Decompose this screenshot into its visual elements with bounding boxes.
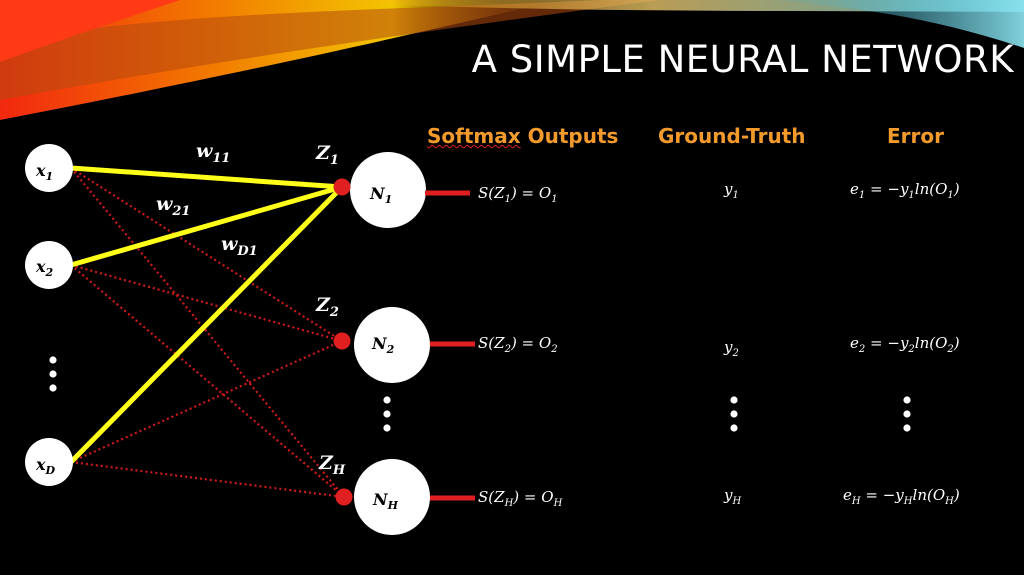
page-title: A SIMPLE NEURAL NETWORK — [471, 38, 1014, 81]
edge-x2-zh — [70, 264, 345, 498]
edge-xd-z2 — [70, 339, 343, 464]
weight-label-d1: wD1 — [221, 233, 258, 259]
input-label-d: xD — [36, 455, 56, 478]
weight-label-11: w11 — [196, 140, 231, 166]
softmax-outputs-header: Softmax Outputs — [427, 124, 618, 148]
edge-x1-z2 — [70, 167, 343, 342]
ground-truth-header: Ground-Truth — [658, 124, 806, 148]
softmax-output-1: S(Z1) = O1 — [478, 184, 558, 205]
sum-dot-1 — [333, 178, 351, 196]
edge-x1-z1 — [70, 165, 343, 190]
input-ellipsis-dot-2 — [49, 370, 57, 378]
neuron-ellipsis-dot-3 — [383, 424, 391, 432]
neuron-label-h: NH — [373, 490, 399, 513]
input-ellipsis-dot-3 — [49, 384, 57, 392]
weight-label-21: w21 — [156, 193, 191, 219]
input-label-1: x1 — [36, 161, 54, 184]
error-ellipsis-dot-3 — [903, 424, 911, 432]
softmax-word: Softmax — [427, 124, 521, 148]
neuron-ellipsis-dot-1 — [383, 396, 391, 404]
outputs-word: Outputs — [520, 124, 619, 148]
input-node-1 — [25, 144, 73, 192]
edge-x1-zh — [70, 167, 345, 498]
ground-truth-h: yH — [724, 486, 742, 507]
sum-dot-2 — [333, 332, 351, 350]
ground-truth-1: y1 — [724, 180, 739, 201]
sum-dot-h — [335, 488, 353, 506]
edge-xd-z1 — [69, 185, 344, 464]
edge-xd-zh — [70, 460, 345, 499]
neuron-label-1: N1 — [370, 184, 393, 207]
softmax-output-2: S(Z2) = O2 — [478, 334, 558, 355]
ground-truth-2: y2 — [724, 338, 739, 359]
softmax-output-h: S(ZH) = OH — [478, 488, 563, 509]
ground-truth-ellipsis-dot-3 — [730, 424, 738, 432]
input-ellipsis-dot-1 — [49, 356, 57, 364]
error-header: Error — [887, 124, 944, 148]
neuron-node-1 — [350, 152, 426, 228]
error-h: eH = −yHln(OH) — [843, 486, 960, 507]
edge-x2-z2 — [70, 263, 343, 343]
neuron-ellipsis-dot-2 — [383, 410, 391, 418]
error-ellipsis-dot-2 — [903, 410, 911, 418]
input-node-2 — [25, 241, 73, 289]
error-2: e2 = −y2ln(O2) — [850, 334, 960, 355]
edge-x2-z1 — [70, 184, 343, 268]
ground-truth-ellipsis-dot-2 — [730, 410, 738, 418]
neuron-node-h — [354, 459, 430, 535]
z-label-h: ZH — [319, 452, 346, 478]
z-label-1: Z1 — [316, 142, 339, 168]
neuron-label-2: N2 — [372, 334, 395, 357]
z-label-2: Z2 — [316, 294, 339, 320]
neuron-node-2 — [354, 307, 430, 383]
ground-truth-ellipsis-dot-1 — [730, 396, 738, 404]
error-ellipsis-dot-1 — [903, 396, 911, 404]
input-label-2: x2 — [36, 257, 54, 280]
input-node-d — [25, 438, 73, 486]
error-1: e1 = −y1ln(O1) — [850, 180, 960, 201]
